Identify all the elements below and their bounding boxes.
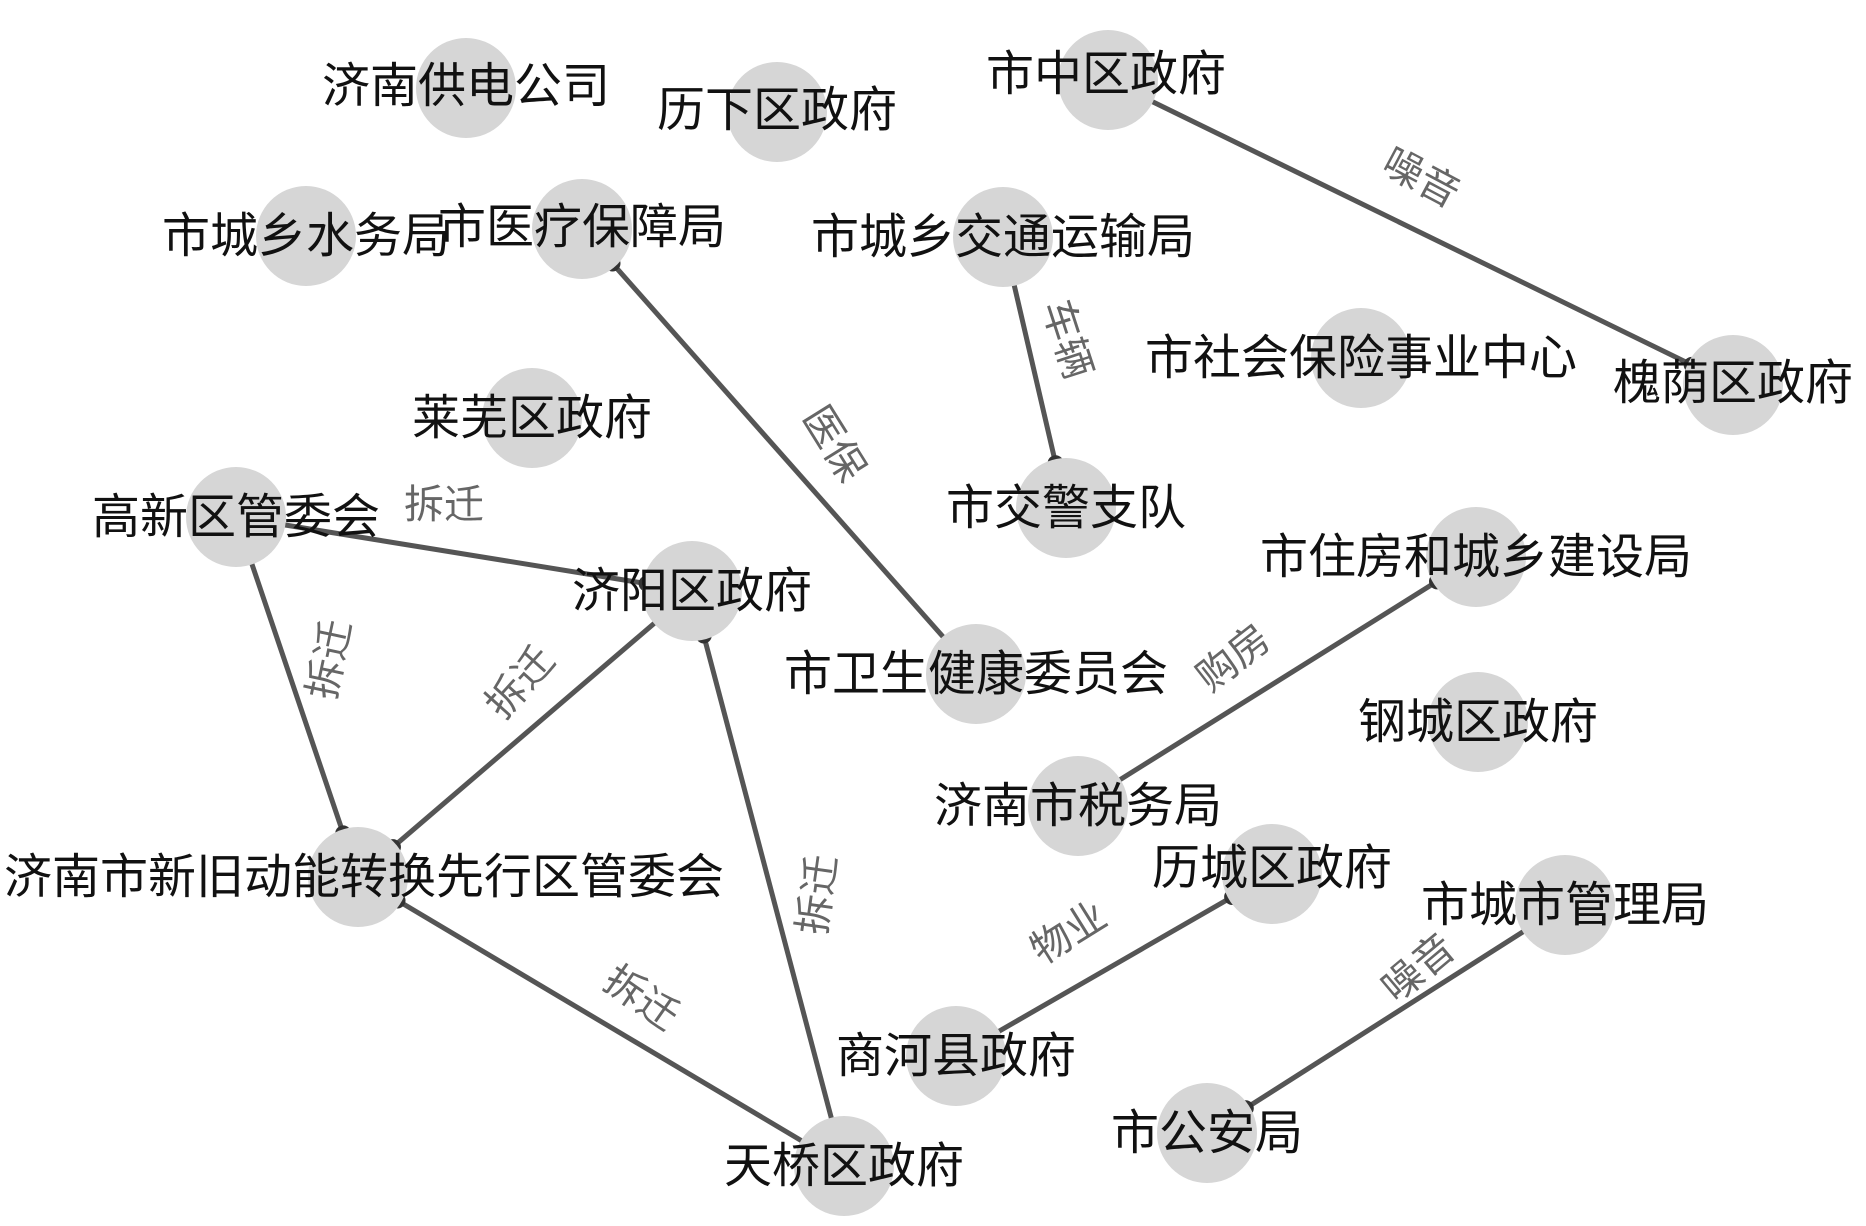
- graph-node[interactable]: 市中区政府: [986, 30, 1226, 130]
- edge-label: 医保: [793, 398, 874, 490]
- node-circle[interactable]: [1426, 507, 1526, 607]
- graph-node[interactable]: 槐荫区政府: [1613, 335, 1853, 435]
- node-label: 市城乡交通运输局: [811, 209, 1195, 265]
- node-circle[interactable]: [532, 179, 632, 279]
- node-circle[interactable]: [727, 62, 827, 162]
- edge-label: 噪音: [1375, 139, 1467, 217]
- node-circle[interactable]: [186, 467, 286, 567]
- node-label: 市卫生健康委员会: [784, 646, 1168, 702]
- node-circle[interactable]: [794, 1116, 894, 1216]
- graph-node[interactable]: 市社会保险事业中心: [1145, 308, 1577, 408]
- node-label: 市城乡水务局: [162, 208, 450, 264]
- node-circle[interactable]: [1428, 672, 1528, 772]
- graph-node[interactable]: 济阳区政府: [572, 541, 812, 641]
- node-label: 济南市税务局: [934, 778, 1222, 834]
- node-label: 槐荫区政府: [1613, 355, 1853, 411]
- graph-node[interactable]: 济南市新旧动能转换先行区管委会: [4, 827, 724, 927]
- edge-label: 车辆: [1033, 294, 1101, 384]
- edge-line: [1076, 579, 1439, 809]
- node-label: 市社会保险事业中心: [1145, 330, 1577, 386]
- graph-node[interactable]: 市住房和城乡建设局: [1260, 507, 1692, 607]
- node-label: 市城市管理局: [1421, 877, 1709, 933]
- edge-label: 物业: [1023, 893, 1115, 974]
- node-circle[interactable]: [1157, 1083, 1257, 1183]
- graph-node[interactable]: 市卫生健康委员会: [784, 624, 1168, 724]
- graph-node[interactable]: 市公安局: [1111, 1083, 1303, 1183]
- edge-line: [610, 261, 978, 676]
- node-circle[interactable]: [1683, 335, 1783, 435]
- node-circle[interactable]: [1222, 824, 1322, 924]
- node-circle[interactable]: [1028, 756, 1128, 856]
- node-circle[interactable]: [926, 624, 1026, 724]
- edge-label: 拆迁: [299, 616, 361, 704]
- node-label: 济阳区政府: [572, 563, 812, 619]
- node-circle[interactable]: [953, 187, 1053, 287]
- graph-node[interactable]: 市城市管理局: [1421, 855, 1709, 955]
- edge-line: [396, 898, 846, 1169]
- nodes-layer: 济南供电公司历下区政府 市中区政府市城乡水务局市医疗保障局 市城乡交通运输局市社会保…: [4, 30, 1853, 1216]
- node-label: 历下区政府: [657, 82, 897, 138]
- edge-line: [233, 516, 346, 835]
- edge-label: 拆迁: [790, 852, 847, 938]
- graph-node[interactable]: 市城乡交通运输局: [811, 187, 1195, 287]
- node-label: 天桥区政府: [724, 1138, 964, 1194]
- node-circle[interactable]: [642, 541, 742, 641]
- node-label: 市中区政府: [986, 46, 1226, 102]
- edge-line: [1244, 902, 1567, 1111]
- node-label: 济南供电公司: [322, 58, 610, 114]
- graph-node[interactable]: 市城乡水务局: [162, 186, 450, 286]
- graph-node[interactable]: 济南供电公司: [322, 38, 610, 138]
- node-circle[interactable]: [308, 827, 408, 927]
- node-label: 历城区政府: [1152, 840, 1392, 896]
- node-circle[interactable]: [482, 368, 582, 468]
- node-circle[interactable]: [906, 1006, 1006, 1106]
- node-circle[interactable]: [256, 186, 356, 286]
- node-label: 高新区管委会: [92, 489, 380, 545]
- edge-line: [1106, 77, 1693, 368]
- node-circle[interactable]: [1311, 308, 1411, 408]
- node-label: 市住房和城乡建设局: [1260, 529, 1692, 585]
- graph-node[interactable]: 莱芜区政府: [412, 368, 652, 468]
- graph-node[interactable]: 天桥区政府: [724, 1116, 964, 1216]
- node-label: 市医疗保障局: [438, 199, 726, 255]
- node-label: 钢城区政府: [1358, 694, 1598, 750]
- edge-line: [391, 589, 694, 849]
- node-label: 商河县政府: [836, 1028, 1076, 1084]
- graph-node[interactable]: 市医疗保障局: [438, 179, 726, 279]
- edge-line: [701, 634, 847, 1167]
- graph-node[interactable]: 高新区管委会: [92, 467, 380, 567]
- edge-label: 拆迁: [404, 482, 484, 528]
- edge-line: [954, 894, 1234, 1059]
- graph-node[interactable]: 钢城区政府: [1358, 672, 1598, 772]
- node-circle[interactable]: [416, 38, 516, 138]
- edge-line: [235, 514, 647, 587]
- node-label: 济南市新旧动能转换先行区管委会: [4, 849, 724, 905]
- graph-node[interactable]: 历下区政府: [657, 62, 897, 162]
- node-label: 市交警支队: [946, 480, 1186, 536]
- node-label: 莱芜区政府: [412, 390, 652, 446]
- node-label: 市公安局: [1111, 1105, 1303, 1161]
- graph-node[interactable]: 商河县政府: [836, 1006, 1076, 1106]
- graph-node[interactable]: 市交警支队: [946, 458, 1186, 558]
- node-circle[interactable]: [1016, 458, 1116, 558]
- graph-node[interactable]: 历城区政府: [1152, 824, 1392, 924]
- node-circle[interactable]: [1058, 30, 1158, 130]
- graph-node[interactable]: 济南市税务局: [934, 756, 1222, 856]
- node-circle[interactable]: [1515, 855, 1615, 955]
